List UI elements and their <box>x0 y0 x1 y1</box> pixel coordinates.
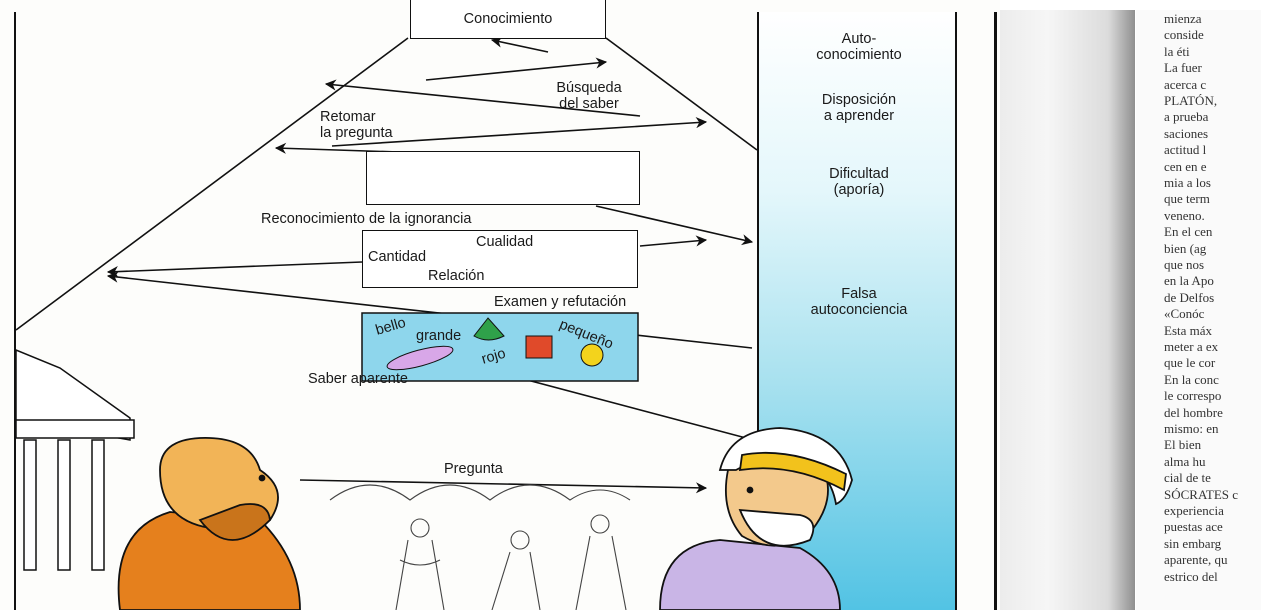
right-page-text-line: El bien <box>1164 437 1202 453</box>
right-page-text-line: cial de te <box>1164 470 1211 486</box>
right-page-text-line: cen en e <box>1164 158 1207 174</box>
socrates-figure <box>117 437 301 610</box>
ellipse-icon <box>386 345 454 371</box>
right-page-text-line: meter a ex <box>1164 339 1219 354</box>
right-page-text-line: En la conc <box>1164 371 1219 387</box>
right-page-text-line: estrico del <box>1164 568 1218 584</box>
right-page-text-line: sin embarg <box>1164 535 1222 551</box>
book-gutter <box>1000 10 1135 610</box>
right-page-text-line: la éti <box>1164 43 1190 59</box>
categories-box <box>362 230 638 288</box>
right-page-text-line: Esta máx <box>1164 322 1213 338</box>
right-page-text-line: en la Apo <box>1164 273 1214 289</box>
right-page-text-line: En el cen <box>1164 224 1213 240</box>
retake-question-label: Retomar la pregunta <box>320 109 393 141</box>
exam-and-refutation-label: Examen y refutación <box>494 294 627 310</box>
frame-left-border <box>14 12 16 610</box>
greek-crowd-sketch <box>329 484 631 610</box>
right-page-text-line: que le cor <box>1164 355 1216 371</box>
yellow-circle-icon <box>580 343 604 367</box>
arrow-exam-left <box>106 261 363 278</box>
recognition-of-ignorance-label: Reconocimiento de la ignorancia <box>261 211 472 227</box>
arrow-to-knowledge <box>490 36 549 53</box>
right-page-text-line: mienza <box>1164 11 1202 26</box>
frame-right-border <box>994 12 997 610</box>
right-page-text-line: de Delfos <box>1164 289 1215 305</box>
right-page-text-line: bien (ag <box>1164 240 1207 256</box>
cone-icon <box>473 317 505 341</box>
question-label: Pregunta <box>444 461 503 477</box>
pyramid-right-edge <box>605 37 758 151</box>
arrow-retake-right <box>331 117 708 147</box>
right-page-text-line: alma hu <box>1164 453 1206 469</box>
disciple-figure <box>659 427 853 610</box>
right-page-text-line: PLATÓN, <box>1164 93 1218 108</box>
right-page-text-line: que nos <box>1164 257 1205 272</box>
right-page-text-line: aparente, qu <box>1164 552 1228 568</box>
right-page-text-line: mismo: en <box>1164 421 1219 436</box>
arrow-search-left <box>324 79 641 117</box>
right-page-text-line: La fuer <box>1164 60 1202 76</box>
right-page-text-line: «Conóc <box>1164 306 1205 322</box>
knowledge-box <box>410 0 606 39</box>
right-page-text-line: que term <box>1164 191 1210 207</box>
right-page-text-line: mia a los <box>1164 175 1211 190</box>
knowledge-label: Conocimiento <box>463 11 553 27</box>
willingness-to-learn-label: Disposición a aprender <box>821 92 897 124</box>
relation-label: Relación <box>428 268 485 284</box>
right-page-text-line: conside <box>1164 27 1204 43</box>
right-page-text-line: veneno. <box>1164 207 1205 223</box>
arrow-search-up <box>425 57 608 81</box>
arrow-question <box>299 479 708 494</box>
right-page-text-line: del hombre <box>1164 404 1223 420</box>
right-page-text-line: a prueba <box>1164 109 1209 125</box>
pyramid-left-edge <box>15 37 409 331</box>
quality-label: Cualidad <box>476 234 534 250</box>
arrow-exam-right <box>639 235 708 247</box>
arrow-refutation-left <box>106 271 753 349</box>
right-page-text-line: saciones <box>1164 125 1209 141</box>
right-page-text-line: puestas ace <box>1164 519 1223 535</box>
arrow-recognition-right <box>595 205 754 246</box>
right-page-text-line: experiencia <box>1164 503 1224 518</box>
right-page-text-line: actitud l <box>1164 142 1207 158</box>
false-self-awareness-label: Falsa autoconciencia <box>810 286 908 318</box>
blank-box <box>366 151 640 205</box>
red-cube-icon <box>525 335 553 359</box>
word-big: grande <box>416 328 462 344</box>
search-for-knowledge-label: Búsqueda del saber <box>556 80 622 112</box>
self-knowledge-label: Auto- conocimiento <box>816 31 902 63</box>
right-page-text-line: SÓCRATES c <box>1164 486 1239 502</box>
quantity-label: Cantidad <box>368 249 427 265</box>
apparent-knowledge-label: Saber aparente <box>308 371 408 387</box>
right-page-text-line: acerca c <box>1164 76 1207 92</box>
difficulty-aporia-label: Dificultad (aporía) <box>829 166 889 198</box>
temple-illustration <box>15 348 135 571</box>
right-page-text-line: le correspo <box>1164 388 1222 404</box>
